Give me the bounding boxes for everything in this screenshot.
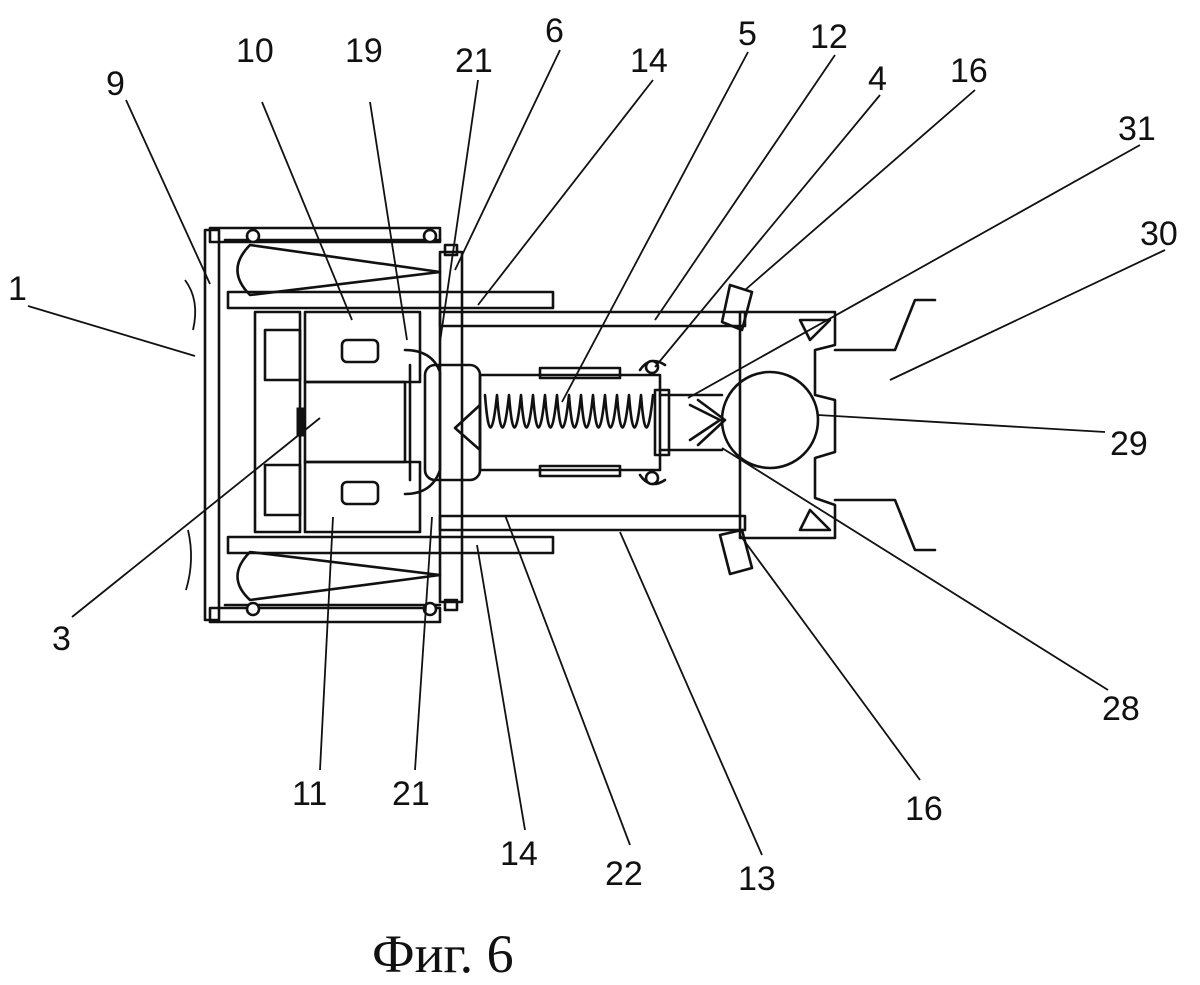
label-19: 19	[345, 32, 383, 70]
reference-labels: 1 9 10 19 21 6 14 5 12 4 16 31 30 29 3 1…	[8, 12, 1178, 898]
label-30: 30	[1140, 215, 1178, 253]
coil-spring	[483, 393, 655, 429]
spring-assembly	[453, 366, 671, 478]
label-13: 13	[738, 860, 776, 898]
label-5: 5	[738, 15, 757, 53]
carriage	[403, 348, 482, 496]
label-11: 11	[292, 775, 327, 813]
figure-caption: Фиг. 6	[372, 924, 514, 984]
angled-tabs	[718, 283, 754, 576]
label-6: 6	[545, 12, 564, 50]
label-21-top: 21	[455, 42, 493, 80]
label-28: 28	[1102, 690, 1140, 728]
label-3: 3	[52, 620, 71, 658]
mechanism-section-view	[184, 226, 937, 624]
leaf-springs	[223, 228, 442, 617]
label-10: 10	[236, 32, 274, 70]
label-14-top: 14	[630, 42, 668, 80]
label-4: 4	[868, 60, 887, 98]
label-31: 31	[1118, 110, 1156, 148]
inner-frame	[253, 310, 422, 534]
vertical-pin	[438, 243, 464, 612]
label-16-bottom: 16	[905, 790, 943, 828]
ball	[720, 370, 820, 470]
label-9: 9	[106, 65, 125, 103]
label-29: 29	[1110, 425, 1148, 463]
end-plate	[184, 226, 442, 624]
leader-lines	[27, 49, 1166, 856]
label-16-top: 16	[950, 52, 988, 90]
label-21-bottom: 21	[392, 775, 430, 813]
label-22: 22	[605, 855, 643, 893]
ball-head	[658, 298, 937, 552]
label-12: 12	[810, 18, 848, 56]
hooks	[638, 359, 667, 486]
label-14-bottom: 14	[500, 835, 538, 873]
label-1: 1	[8, 270, 27, 308]
